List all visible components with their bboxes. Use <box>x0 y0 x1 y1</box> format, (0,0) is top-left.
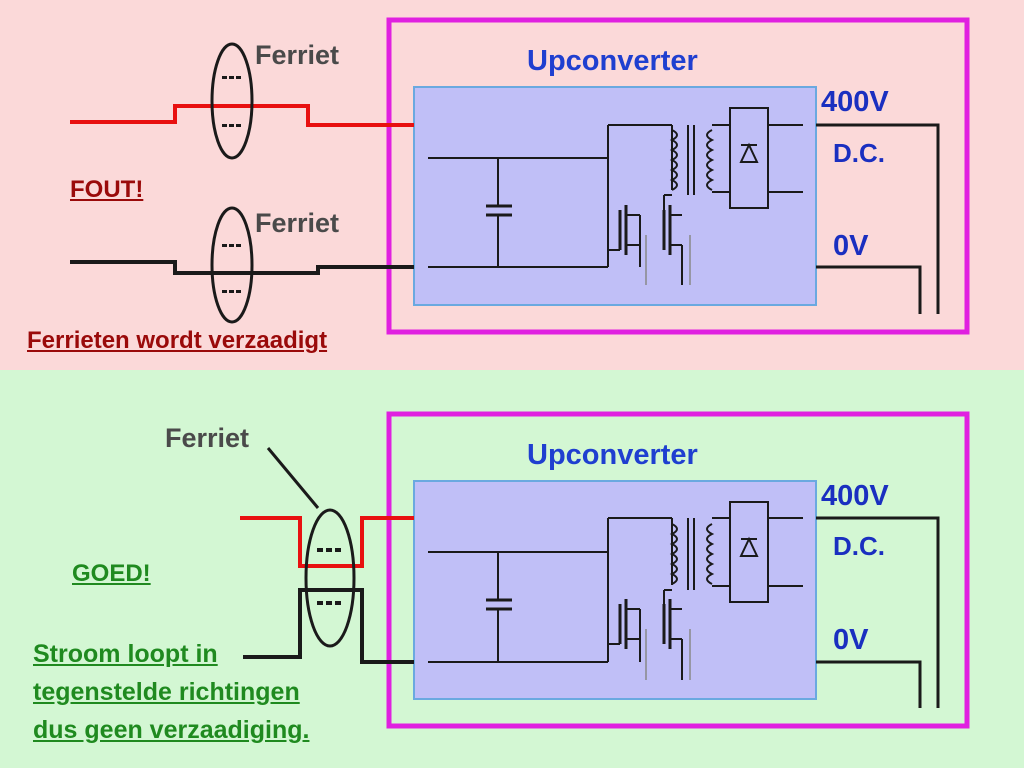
bottom-ferrite <box>304 508 356 648</box>
top-ferriet-label-1: Ferriet <box>255 40 340 70</box>
bottom-internal-circuit <box>428 501 803 680</box>
top-enclosure <box>386 17 970 335</box>
top-ferrite-2-core <box>222 244 241 293</box>
top-400v-label: 400V <box>821 86 889 118</box>
bottom-ferriet-label: Ferriet <box>165 423 250 453</box>
bottom-output-positive <box>816 516 940 708</box>
top-positive-wire <box>70 104 414 127</box>
ferrite-pointer <box>266 447 320 509</box>
bottom-dc-label: D.C. <box>833 531 885 561</box>
top-ferriet-label-2: Ferriet <box>255 208 340 238</box>
top-dc-label: D.C. <box>833 138 885 168</box>
bottom-positive-wire <box>240 516 414 568</box>
bottom-400v-label: 400V <box>821 480 889 512</box>
bottom-converter-box <box>413 480 817 700</box>
bottom-upconverter-title: Upconverter <box>527 439 698 471</box>
top-output-negative <box>816 265 922 314</box>
top-ferrite-2 <box>210 206 254 324</box>
bottom-note-line-3: dus geen verzaadiging. <box>33 716 310 744</box>
top-upconverter-title: Upconverter <box>527 45 698 77</box>
top-converter-box <box>413 86 817 306</box>
top-verdict-fout: FOUT! <box>70 176 144 203</box>
top-output-positive <box>816 123 940 314</box>
top-internal-circuit <box>428 107 803 285</box>
top-negative-wire <box>70 260 414 275</box>
bottom-0v-label: 0V <box>833 624 869 656</box>
bottom-note-line-1: Stroom loopt in <box>33 640 218 668</box>
bottom-enclosure <box>386 411 970 729</box>
top-ferrite-1 <box>210 42 254 160</box>
top-circuit <box>70 17 970 335</box>
top-note-saturation: Ferrieten wordt verzaadigt <box>27 327 328 354</box>
top-ferrite-1-core <box>222 76 241 127</box>
bottom-negative-wire <box>243 588 414 664</box>
bottom-verdict-goed: GOED! <box>72 560 151 587</box>
top-0v-label: 0V <box>833 230 869 262</box>
bottom-circuit <box>240 411 970 729</box>
bottom-note-line-2: tegenstelde richtingen <box>33 678 300 706</box>
bottom-output-negative <box>816 660 922 708</box>
bottom-ferrite-core <box>317 548 341 605</box>
